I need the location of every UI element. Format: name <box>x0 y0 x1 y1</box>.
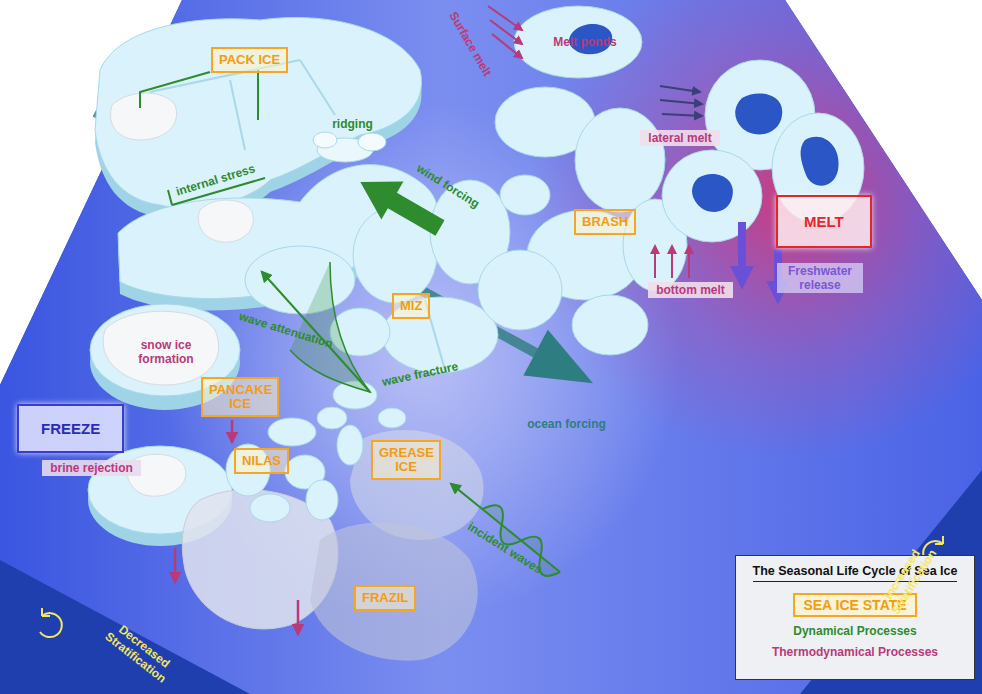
node-text: PANCAKE ICE <box>209 383 271 411</box>
ice-state-box: FRAZIL <box>354 585 416 611</box>
ice-state-box: PACK ICE <box>211 47 288 73</box>
process-label: Surface melt <box>446 9 495 79</box>
ice-state-box: PANCAKE ICE <box>201 377 279 417</box>
node-text: MIZ <box>400 299 422 313</box>
node-text: MELT <box>804 213 844 230</box>
melt-box: MELT <box>776 195 872 248</box>
process-label: Decreased Stratification <box>92 610 188 694</box>
process-label: wind forcing <box>414 161 482 211</box>
process-label: snow ice formation <box>123 338 209 366</box>
node-text: GREASE ICE <box>379 446 433 474</box>
ice-state-box: NILAS <box>234 448 289 474</box>
ice-state-box: MIZ <box>392 293 430 319</box>
ice-state-box: BRASH <box>574 209 636 235</box>
process-label: incident waves <box>465 519 545 576</box>
process-label: wave attenuation <box>237 309 335 351</box>
process-label: Freshwater release <box>777 263 863 293</box>
process-label: lateral melt <box>640 130 720 146</box>
node-text: BRASH <box>582 215 628 229</box>
freeze-box: FREEZE <box>17 404 124 453</box>
process-label: ridging <box>332 117 373 131</box>
process-label: wave fracture <box>380 359 459 389</box>
legend-box: The Seasonal Life Cycle of Sea IceSEA IC… <box>735 555 975 680</box>
legend-entry: Dynamical Processes <box>793 624 916 638</box>
node-text: FRAZIL <box>362 591 408 605</box>
process-label: brine rejection <box>42 460 141 476</box>
node-text: PACK ICE <box>219 53 280 67</box>
process-label: bottom melt <box>648 282 733 298</box>
node-text: NILAS <box>242 454 281 468</box>
process-label: ocean forcing <box>527 417 606 431</box>
process-label: internal stress <box>174 161 257 199</box>
legend-entry: Thermodynamical Processes <box>772 645 938 659</box>
process-label: Melt ponds <box>553 35 617 49</box>
node-text: FREEZE <box>41 420 100 437</box>
ice-state-box: GREASE ICE <box>371 440 441 480</box>
